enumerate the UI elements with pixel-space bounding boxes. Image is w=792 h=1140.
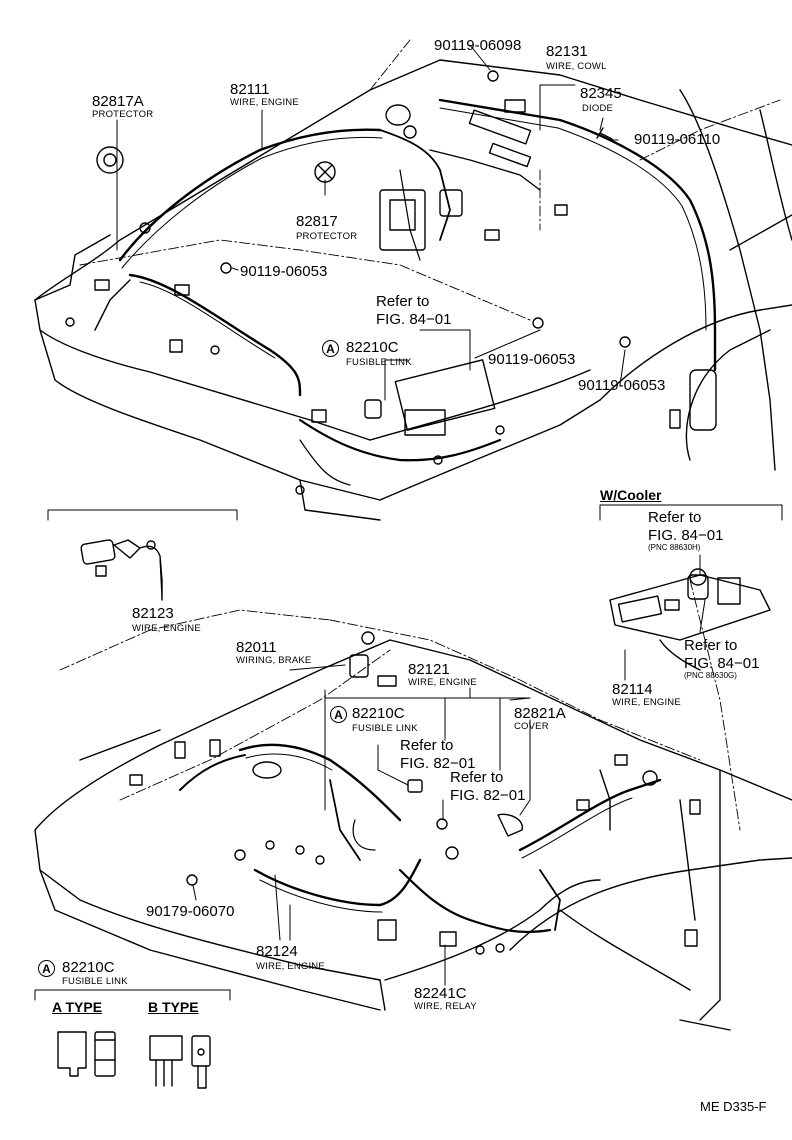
part-number-82241C: 82241C <box>414 985 467 1002</box>
legend-fuse-frame <box>34 989 231 1001</box>
refer-to-text-3: Refer to <box>450 769 504 786</box>
refer-to-text-cooler-1: Refer to <box>648 509 702 526</box>
fig-82-01-ref-2: FIG. 82−01 <box>450 787 526 804</box>
bottom-components <box>129 631 701 955</box>
part-number-82121: 82121 <box>408 661 450 678</box>
footer-code: ME D335-F <box>700 1099 767 1114</box>
part-number-90179-06070: 90179-06070 <box>146 903 235 920</box>
part-number-82123: 82123 <box>132 605 174 622</box>
part-number-82131: 82131 <box>546 43 588 60</box>
legend-part-desc: FUSIBLE LINK <box>62 976 128 987</box>
part-number-90119-06053-c: 90119-06053 <box>578 377 666 394</box>
part-number-90119-06110: 90119-06110 <box>634 131 721 148</box>
fig-84-01-ref-1: FIG. 84−01 <box>376 311 452 328</box>
refer-to-text-cooler-2: Refer to <box>684 637 738 654</box>
cooler-inset-part <box>609 568 771 671</box>
part-desc-82114: WIRE, ENGINE <box>612 697 681 708</box>
part-desc-82210C-mid: FUSIBLE LINK <box>352 723 418 734</box>
bottom-harness <box>179 743 696 934</box>
fig-84-01-ref-cooler-1: FIG. 84−01 <box>648 527 724 544</box>
cooler-inset-frame <box>599 504 783 681</box>
pnc-88630g: (PNC 88630G) <box>684 671 737 680</box>
part-desc-82821A: COVER <box>514 721 549 732</box>
part-desc-82241C: WIRE, RELAY <box>414 1001 477 1012</box>
circled-a-marker-mid: A <box>330 706 347 723</box>
reference-lines <box>59 39 781 831</box>
top-leaders <box>116 44 626 401</box>
part-desc-82345: DIODE <box>582 103 614 114</box>
fig-82-01-ref-1: FIG. 82−01 <box>400 755 476 772</box>
top-components <box>65 70 717 495</box>
circled-a-marker-legend: A <box>38 960 55 977</box>
part-number-82345: 82345 <box>580 85 622 102</box>
part-number-82210C-top: 82210C <box>346 339 399 356</box>
fuse-a-type-icon <box>57 1031 116 1077</box>
part-number-82210C-mid: 82210C <box>352 705 405 722</box>
part-number-82011: 82011 <box>236 639 277 656</box>
part-desc-82817: PROTECTOR <box>296 231 358 242</box>
legend-part-number: 82210C <box>62 959 115 976</box>
part-number-82114: 82114 <box>612 681 653 698</box>
part-number-82817A: 82817A <box>92 93 144 110</box>
part-number-90119-06053-a: 90119-06053 <box>240 263 328 280</box>
inset-82123-frame <box>47 509 238 601</box>
part-desc-82124: WIRE, ENGINE <box>256 961 325 972</box>
part-desc-82111: WIRE, ENGINE <box>230 97 299 108</box>
part-desc-82131: WIRE, COWL <box>546 61 607 72</box>
bottom-car-body <box>34 639 792 1031</box>
pnc-88630h: (PNC 88630H) <box>648 543 701 552</box>
legend-b-type: B TYPE <box>148 999 199 1015</box>
legend-a-type: A TYPE <box>52 999 103 1015</box>
part-desc-82210C-top: FUSIBLE LINK <box>346 357 412 368</box>
part-number-90119-06053-b: 90119-06053 <box>488 351 576 368</box>
part-number-82124: 82124 <box>256 943 298 960</box>
part-number-82821A: 82821A <box>514 705 566 722</box>
part-desc-82121: WIRE, ENGINE <box>408 677 477 688</box>
refer-to-text-2: Refer to <box>400 737 454 754</box>
part-desc-82817A: PROTECTOR <box>92 109 154 120</box>
circled-a-marker-top: A <box>322 340 339 357</box>
part-number-90119-06098: 90119-06098 <box>434 37 522 54</box>
w-cooler-heading: W/Cooler <box>600 487 662 503</box>
part-number-82111: 82111 <box>230 81 270 98</box>
top-car-body <box>34 59 792 521</box>
part-desc-82011: WIRING, BRAKE <box>236 655 312 666</box>
fig-84-01-ref-cooler-2: FIG. 84−01 <box>684 655 760 672</box>
inset-82123-part <box>80 539 163 601</box>
refer-to-text-1: Refer to <box>376 293 430 310</box>
part-desc-82123: WIRE, ENGINE <box>132 623 201 634</box>
bottom-leaders <box>192 664 531 986</box>
fuse-b-type-icon <box>149 1035 211 1089</box>
part-number-82817: 82817 <box>296 213 338 230</box>
